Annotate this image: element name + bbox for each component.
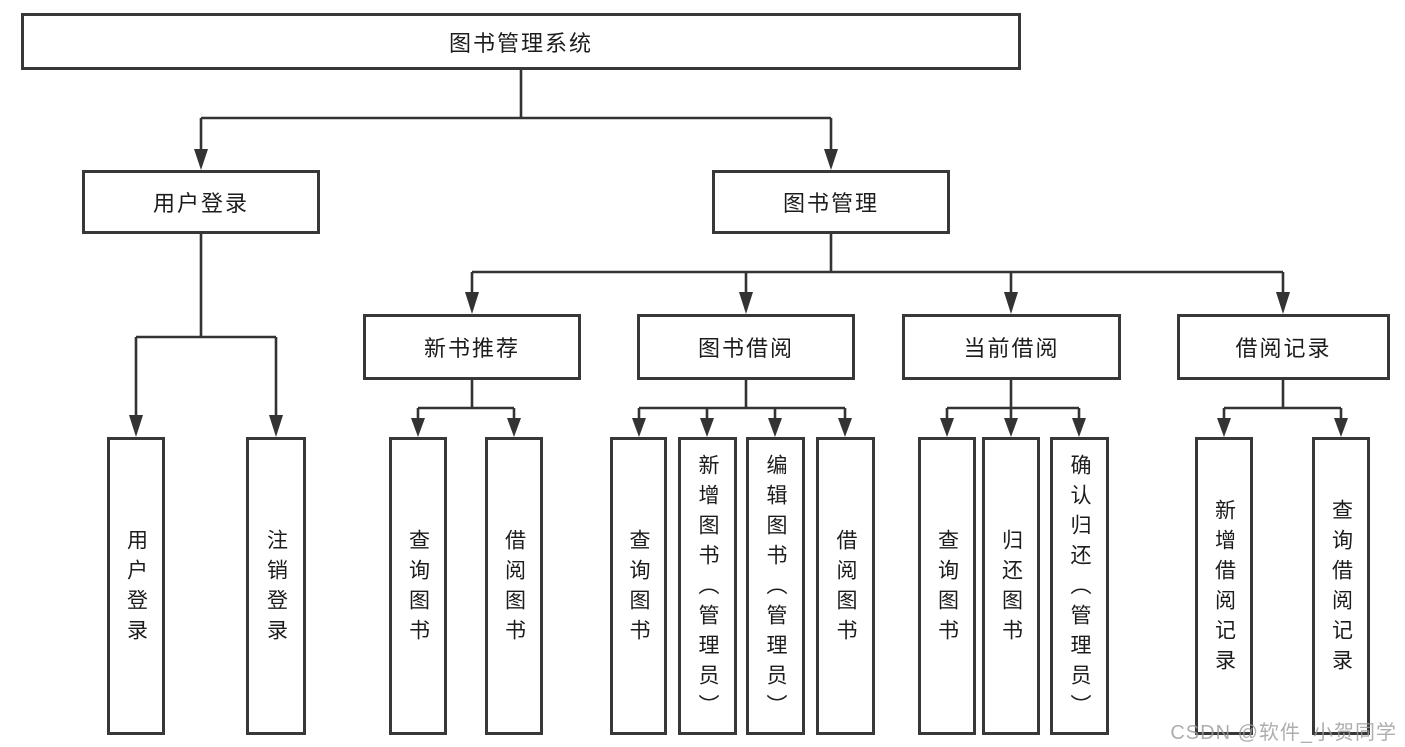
leaf-add-borrow-record: 新增借阅记录	[1195, 437, 1253, 735]
leaf-query-borrow-record: 查询借阅记录	[1312, 437, 1370, 735]
node-new-book-recommend: 新书推荐	[363, 314, 581, 380]
node-current-borrowing: 当前借阅	[902, 314, 1121, 380]
leaf-borrowing-borrow-books: 借阅图书	[816, 437, 875, 735]
leaf-confirm-return-admin: 确认归还（管理员）	[1050, 437, 1109, 735]
node-borrowing-records: 借阅记录	[1177, 314, 1390, 380]
watermark: CSDN @软件_小贺同学	[1170, 722, 1397, 744]
leaf-add-books-admin: 新增图书（管理员）	[678, 437, 737, 735]
leaf-recommend-borrow-books: 借阅图书	[485, 437, 543, 735]
node-book-borrowing: 图书借阅	[637, 314, 855, 380]
leaf-recommend-query-books: 查询图书	[389, 437, 447, 735]
leaf-return-books: 归还图书	[982, 437, 1040, 735]
node-book-management: 图书管理	[712, 170, 950, 234]
leaf-logout: 注销登录	[246, 437, 306, 735]
leaf-current-query-books: 查询图书	[918, 437, 976, 735]
leaf-borrowing-query-books: 查询图书	[610, 437, 667, 735]
leaf-user-login: 用户登录	[107, 437, 165, 735]
node-user-login: 用户登录	[82, 170, 320, 234]
node-root: 图书管理系统	[21, 13, 1021, 70]
leaf-edit-books-admin: 编辑图书（管理员）	[746, 437, 805, 735]
